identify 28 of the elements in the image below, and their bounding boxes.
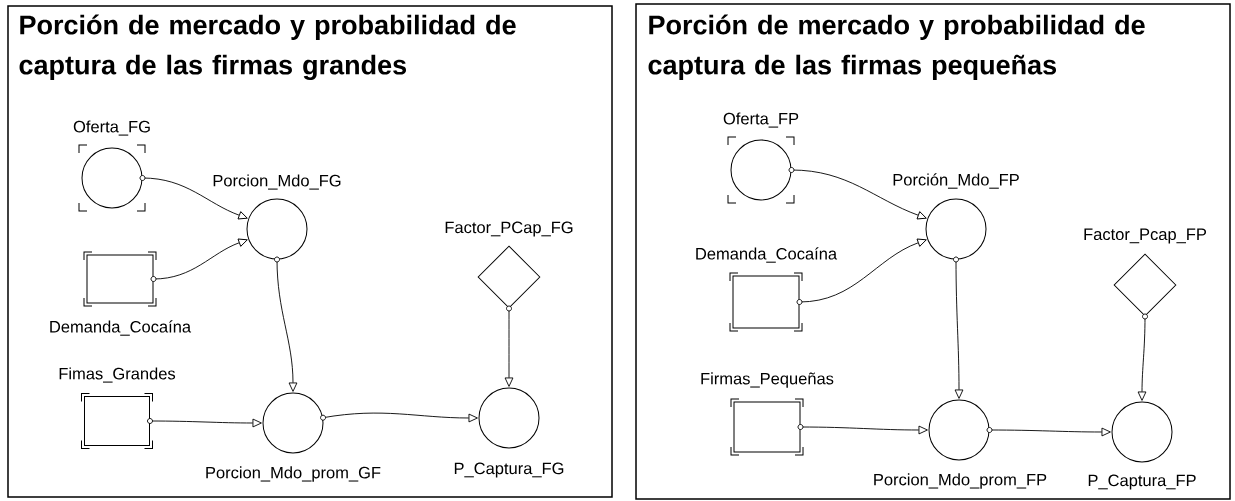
port-mark bbox=[1142, 313, 1148, 320]
port-mark bbox=[139, 175, 146, 181]
port-mark bbox=[150, 276, 157, 282]
variable-name: P_Captura_FP bbox=[1088, 474, 1196, 490]
variable-name: Porcion_Mdo_prom_GF bbox=[206, 466, 381, 482]
panel-title: Porción de mercado y probabilidad de captura de las firmas pequeñas bbox=[648, 14, 1145, 80]
variable-name: Demanda_Cocaína bbox=[50, 320, 192, 336]
variable-name: Factor_PCap_FG bbox=[445, 221, 573, 237]
port-mark bbox=[953, 256, 959, 263]
port-mark bbox=[986, 427, 993, 433]
variable-name: Oferta_FG bbox=[73, 120, 150, 136]
variable-name: Fimas_Grandes bbox=[59, 367, 176, 383]
port-mark bbox=[797, 424, 804, 430]
variable-name: P_Captura_FG bbox=[454, 462, 564, 478]
port-mark bbox=[796, 299, 803, 305]
variable-name: Firmas_Pequeñas bbox=[701, 372, 834, 388]
variable-name: Porcion_Mdo_FG bbox=[213, 174, 341, 190]
variable-name: Porcion_Mdo_prom_FP bbox=[874, 473, 1047, 489]
port-mark bbox=[274, 256, 280, 263]
port-mark bbox=[147, 418, 153, 424]
panel-title: Porción de mercado y probabilidad de captura de las firmas grandes bbox=[19, 14, 516, 80]
variable-name: Factor_Pcap_FP bbox=[1084, 228, 1207, 244]
port-mark bbox=[788, 167, 795, 173]
variable-name: Porción_Mdo_FP bbox=[893, 173, 1019, 189]
port-mark bbox=[320, 414, 326, 421]
variable-name: Oferta_FP bbox=[723, 112, 799, 128]
variable-name: Demanda_Cocaína bbox=[696, 247, 838, 263]
port-mark bbox=[506, 305, 512, 312]
